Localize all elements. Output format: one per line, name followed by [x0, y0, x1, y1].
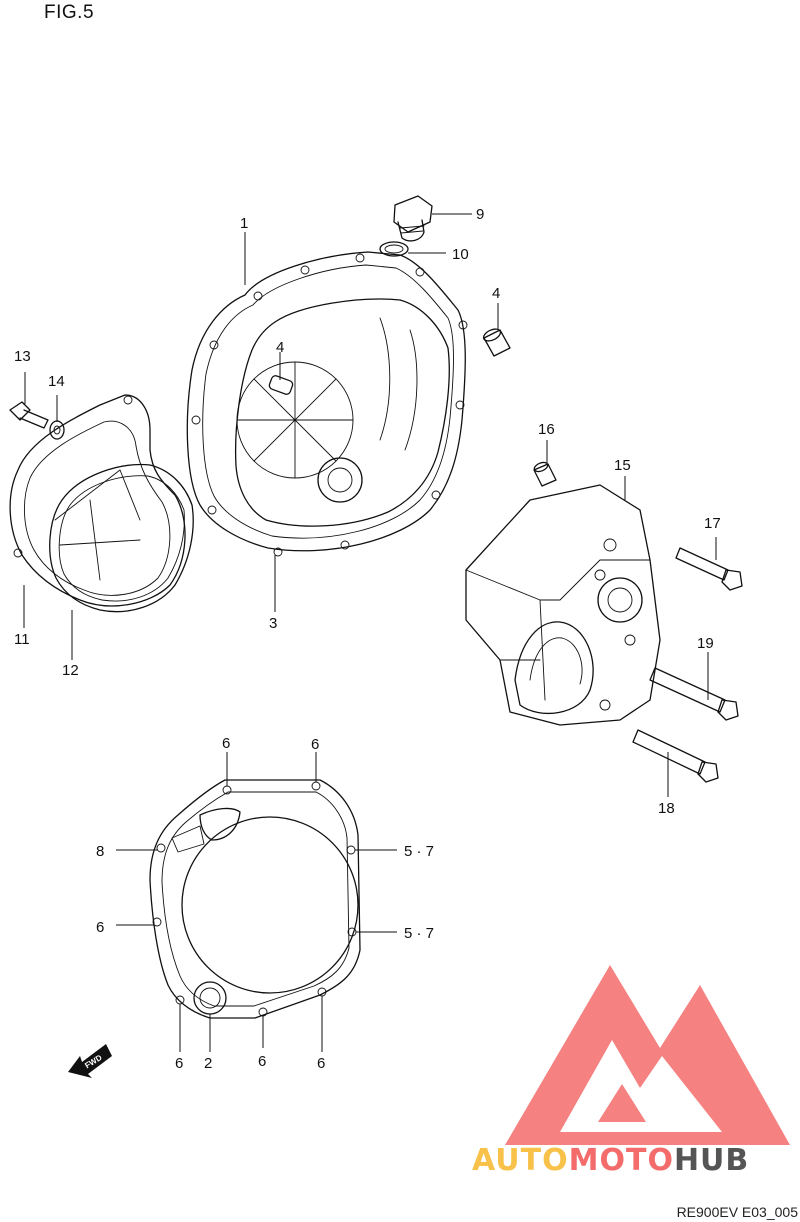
callout-8: 8	[96, 843, 104, 860]
watermark-part-hub: HUB	[674, 1143, 749, 1178]
callout-16: 16	[538, 421, 555, 438]
bolt-19	[649, 667, 739, 721]
callout-3: 3	[269, 615, 277, 632]
callout-17: 17	[704, 515, 721, 532]
watermark-auto: AUTOMOTOHUB	[472, 1143, 749, 1178]
sleeve-16	[533, 461, 557, 487]
figure-title: FIG.5	[44, 2, 95, 23]
diagram-code: RE900EV E03_005	[676, 1204, 798, 1220]
callout-6-a: 6	[222, 735, 230, 752]
callout-6-d: 6	[175, 1055, 183, 1072]
leader-lines	[23, 213, 717, 1052]
bolt-17	[675, 547, 743, 591]
automotohub-logo-icon	[505, 965, 790, 1145]
callout-4: 4	[492, 285, 500, 302]
bolt-18	[632, 729, 719, 783]
generator-gasket	[49, 463, 194, 613]
callout-6-e: 6	[258, 1053, 266, 1070]
starter-clutch-cover	[149, 779, 361, 1019]
watermark-part-auto: AUTO	[472, 1143, 569, 1178]
oil-filler-plug	[393, 195, 433, 242]
callout-9: 9	[476, 206, 484, 223]
callout-5-7-a: 5 · 7	[404, 843, 434, 860]
dowel-pin	[482, 328, 511, 357]
washer-14	[49, 420, 65, 440]
callout-10: 10	[452, 246, 469, 263]
callout-13: 13	[14, 348, 31, 365]
bolt-13	[9, 401, 49, 429]
o-ring	[379, 241, 409, 257]
callout-18: 18	[658, 800, 675, 817]
clutch-cover-upper	[186, 251, 468, 557]
callout-5-7-b: 5 · 7	[404, 925, 434, 942]
callout-2: 2	[204, 1055, 212, 1072]
callout-6-c: 6	[96, 919, 104, 936]
generator-cover	[9, 394, 186, 607]
callout-numbers: 1 9 10 4 4 3 13 14 11 12 16 15 17 19 18 …	[14, 206, 721, 1072]
watermark-part-moto: MOTO	[569, 1143, 674, 1178]
callout-11: 11	[14, 631, 30, 648]
callout-4-inner: 4	[276, 339, 284, 356]
callout-15: 15	[614, 457, 631, 474]
callout-6-b: 6	[311, 736, 319, 753]
callout-19: 19	[697, 635, 714, 652]
callout-1: 1	[240, 215, 248, 232]
callout-12: 12	[62, 662, 79, 679]
starter-clutch-housing	[465, 484, 661, 726]
callout-14: 14	[48, 373, 65, 390]
callout-6-f: 6	[317, 1055, 325, 1072]
fwd-arrow-icon: FWD	[68, 1044, 112, 1078]
